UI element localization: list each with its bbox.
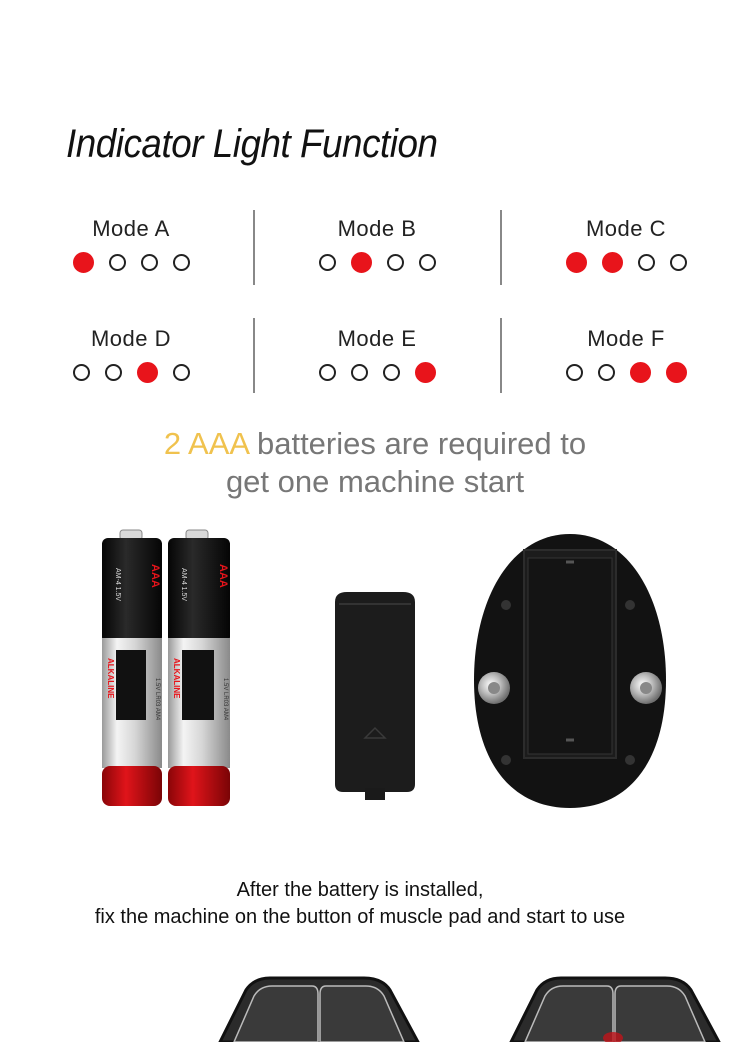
indicator-light-off: [172, 364, 190, 381]
install-caption-line2: fix the machine on the button of muscle …: [94, 906, 626, 928]
muscle-pad-image-left: [218, 976, 420, 1042]
indicator-lights: [46, 362, 216, 383]
indicator-light-off: [318, 254, 336, 271]
indicator-light-off: [104, 364, 122, 381]
battery-brand-text: ALKALINE: [172, 658, 181, 699]
indicator-light-off: [386, 254, 404, 271]
mode-f: Mode F: [541, 326, 711, 383]
divider: [500, 210, 502, 285]
mode-e: Mode E: [292, 326, 462, 383]
mode-c: Mode C: [541, 216, 711, 273]
mode-d: Mode D: [46, 326, 216, 383]
battery-spec-text: 1.5V LR03 AM4: [222, 678, 228, 721]
indicator-lights: [541, 252, 711, 273]
indicator-light-on: [565, 252, 587, 273]
aaa-batteries-image: AAA AM-4 1.5V ALKALINE 1.5V LR03 AM4 AAA…: [102, 529, 230, 806]
muscle-pad-image-right: [509, 976, 721, 1042]
battery-left: AAA AM-4 1.5V ALKALINE 1.5V LR03 AM4: [102, 529, 162, 806]
battery-model-text: AM-4 1.5V: [114, 568, 121, 601]
indicator-light-off: [597, 364, 615, 381]
battery-cover-image: [335, 592, 415, 800]
indicator-lights: [292, 252, 462, 273]
indicator-light-on: [665, 362, 687, 383]
indicator-light-off: [108, 254, 126, 271]
indicator-light-on: [601, 252, 623, 273]
indicator-light-off: [382, 364, 400, 381]
indicator-light-off: [140, 254, 158, 271]
mode-label: Mode E: [337, 326, 417, 351]
indicator-lights: [292, 362, 462, 383]
indicator-light-off: [637, 254, 655, 271]
battery-right: AAA AM-4 1.5V ALKALINE 1.5V LR03 AM4: [168, 529, 230, 806]
page-title: Indicator Light Function: [66, 122, 438, 166]
battery-spec-text: 1.5V LR03 AM4: [154, 678, 160, 721]
install-caption-line1: After the battery is installed,: [236, 879, 484, 901]
divider: [500, 318, 502, 393]
indicator-light-on: [629, 362, 651, 383]
device-back-image: [474, 534, 666, 808]
mode-b: Mode B: [292, 216, 462, 273]
indicator-light-off: [172, 254, 190, 271]
battery-model-text: AM-4 1.5V: [180, 568, 187, 601]
battery-type-text: AAA: [149, 564, 161, 588]
indicator-light-off: [418, 254, 436, 271]
mode-label: Mode A: [92, 216, 170, 241]
battery-note-line1: 2 AAA batteries are required to: [0, 426, 750, 462]
indicator-light-on: [350, 252, 372, 273]
indicator-light-off: [669, 254, 687, 271]
indicator-light-off: [318, 364, 336, 381]
mode-a: Mode A: [46, 216, 216, 273]
divider: [253, 210, 255, 285]
indicator-lights: [541, 362, 711, 383]
battery-note-text: batteries are required to: [248, 426, 587, 461]
battery-count: 2 AAA: [163, 426, 249, 461]
indicator-light-off: [350, 364, 368, 381]
indicator-light-on: [136, 362, 158, 383]
indicator-light-off: [565, 364, 583, 381]
mode-label: Mode F: [587, 326, 665, 351]
battery-type-text: AAA: [217, 564, 229, 588]
indicator-light-on: [72, 252, 94, 273]
mode-label: Mode B: [337, 216, 417, 241]
indicator-light-on: [414, 362, 436, 383]
mode-label: Mode C: [585, 216, 667, 241]
battery-brand-text: ALKALINE: [106, 658, 115, 699]
indicator-light-off: [72, 364, 90, 381]
mode-label: Mode D: [90, 326, 172, 351]
battery-note-line2: get one machine start: [225, 464, 525, 499]
indicator-lights: [46, 252, 216, 273]
divider: [253, 318, 255, 393]
